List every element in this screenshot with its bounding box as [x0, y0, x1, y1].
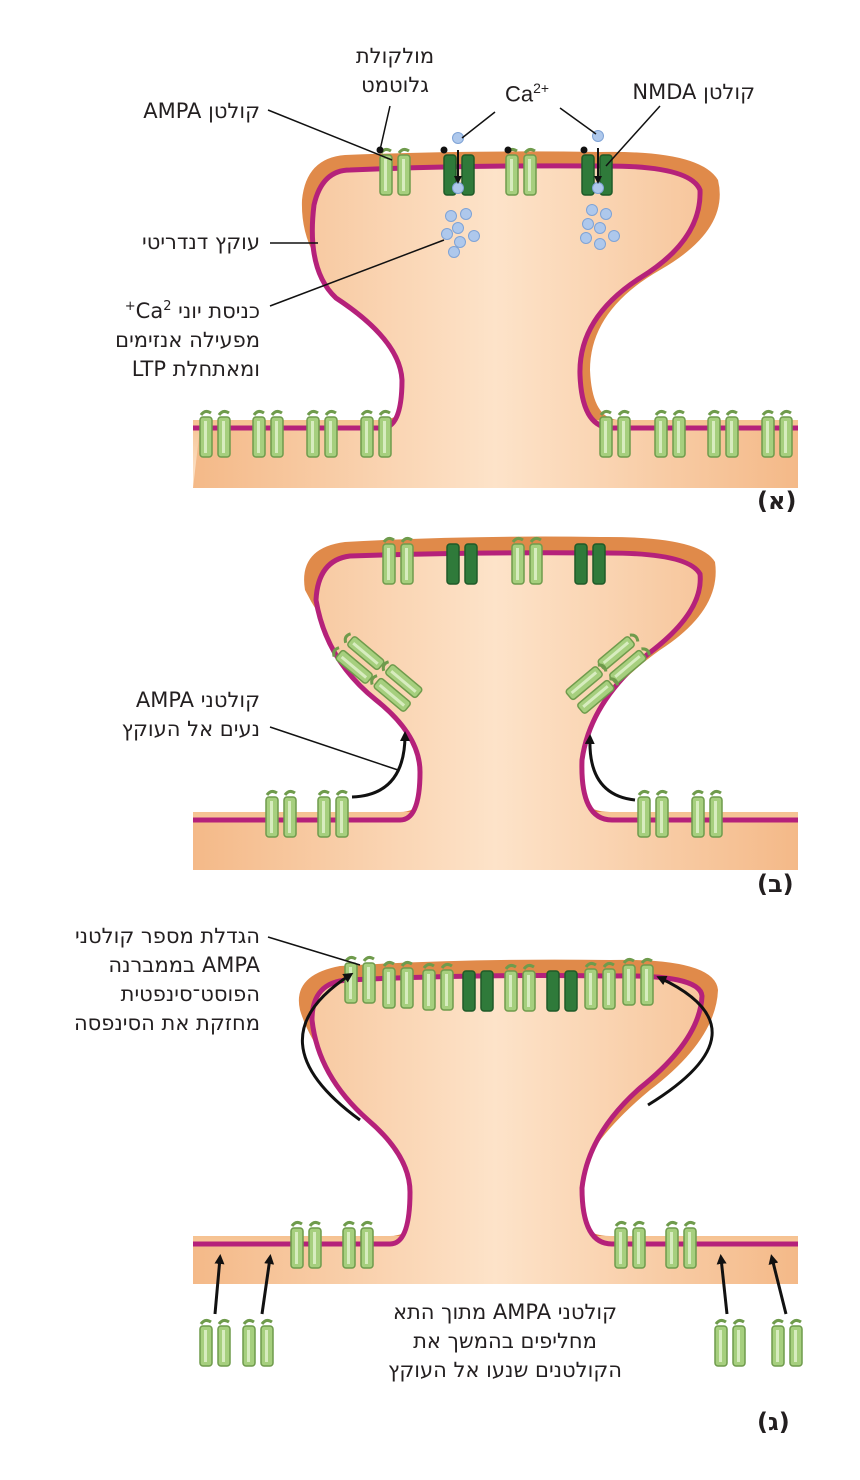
leader-line [461, 111, 496, 139]
label-calcium-entry-sup: 2+ [124, 299, 172, 314]
panel-tag-c: (ג) [757, 1408, 790, 1436]
movement-arrow-left [300, 972, 361, 1122]
panel-c [193, 936, 804, 1368]
ampa-receptor-internal [770, 1318, 804, 1368]
glutamate-molecule [440, 146, 448, 154]
label-calcium-base: Ca [505, 81, 534, 107]
label-receptor-replace-line3: הקולטנים שנעו אל העוקץ [388, 1358, 622, 1382]
leader-line [267, 936, 361, 966]
insertion-arrow [716, 1254, 729, 1315]
leader-line [267, 109, 393, 161]
panel-a [193, 105, 798, 489]
calcium-ion [452, 132, 464, 144]
spine-cytoplasm-b [193, 552, 798, 870]
label-glutamate: מולקולת גלוטמט [340, 42, 450, 100]
spine-cytoplasm-a [193, 165, 798, 489]
label-calcium-entry: כניסת יוני Ca2+ מפעילה אנזימים ומאתחלת L… [80, 292, 260, 384]
insertion-arrow [213, 1254, 225, 1315]
label-receptor-increase-line4: מחזקת את הסינפסה [73, 1011, 260, 1035]
label-receptor-replace: קולטני AMPA מתוך התא מחליפים בהמשך את הק… [340, 1298, 670, 1385]
leader-line [269, 239, 445, 307]
label-calcium-entry-text: כניסת יוני Ca [135, 299, 260, 323]
glutamate-molecule [504, 146, 512, 154]
glutamate-molecule [580, 146, 588, 154]
label-ampa-moving: קולטני AMPA נעים אל העוקץ [80, 686, 260, 744]
leader-line [379, 105, 391, 151]
label-calcium-entry-line1: כניסת יוני Ca2+ [80, 292, 260, 326]
calcium-ion [592, 182, 604, 194]
label-glutamate-line2: גלוטמט [361, 73, 429, 97]
leader-line [269, 726, 399, 771]
label-calcium-entry-line3: ומאתחלת LTP [131, 357, 260, 381]
panel-b [193, 536, 798, 870]
panel-tag-b: (ב) [757, 870, 794, 898]
label-receptor-increase-line3: הפוסט־סינפטית [120, 982, 260, 1006]
calcium-ion [452, 182, 464, 194]
spine-cytoplasm-c [193, 975, 798, 1284]
label-dendritic-spine: עוקץ דנדריטי [142, 230, 260, 254]
insertion-arrow [768, 1254, 788, 1315]
label-receptor-increase: הגדלת מספר קולטני AMPA בממברנה הפוסט־סינ… [30, 922, 260, 1038]
panel-tag-a: (א) [757, 487, 797, 515]
ampa-receptor-internal [198, 1318, 232, 1368]
label-ampa-moving-line2: נעים אל העוקץ [121, 717, 260, 741]
leader-line [559, 107, 597, 135]
movement-arrow-right [584, 734, 636, 802]
label-ampa: קולטן AMPA [143, 99, 260, 123]
label-receptor-replace-line2: מחליפים בהמשך את [413, 1329, 597, 1353]
ampa-receptor-internal [713, 1318, 747, 1368]
label-nmda: קולטן NMDA [632, 80, 755, 104]
label-calcium: Ca2+ [505, 80, 549, 107]
label-receptor-increase-line1: הגדלת מספר קולטני [74, 924, 260, 948]
movement-arrow-left [351, 731, 410, 799]
leader-line [605, 105, 661, 167]
ampa-receptor-internal [241, 1318, 275, 1368]
insertion-arrow [260, 1254, 275, 1315]
label-glutamate-line1: מולקולת [355, 44, 435, 68]
movement-arrow-right [647, 976, 714, 1107]
label-calcium-sup: 2+ [533, 80, 550, 96]
label-ampa-moving-line1: קולטני AMPA [135, 688, 260, 712]
label-calcium-entry-line2: מפעילה אנזימים [115, 328, 260, 352]
label-receptor-increase-line2: AMPA בממברנה [108, 953, 260, 977]
label-receptor-replace-line1: קולטני AMPA מתוך התא [392, 1300, 618, 1324]
